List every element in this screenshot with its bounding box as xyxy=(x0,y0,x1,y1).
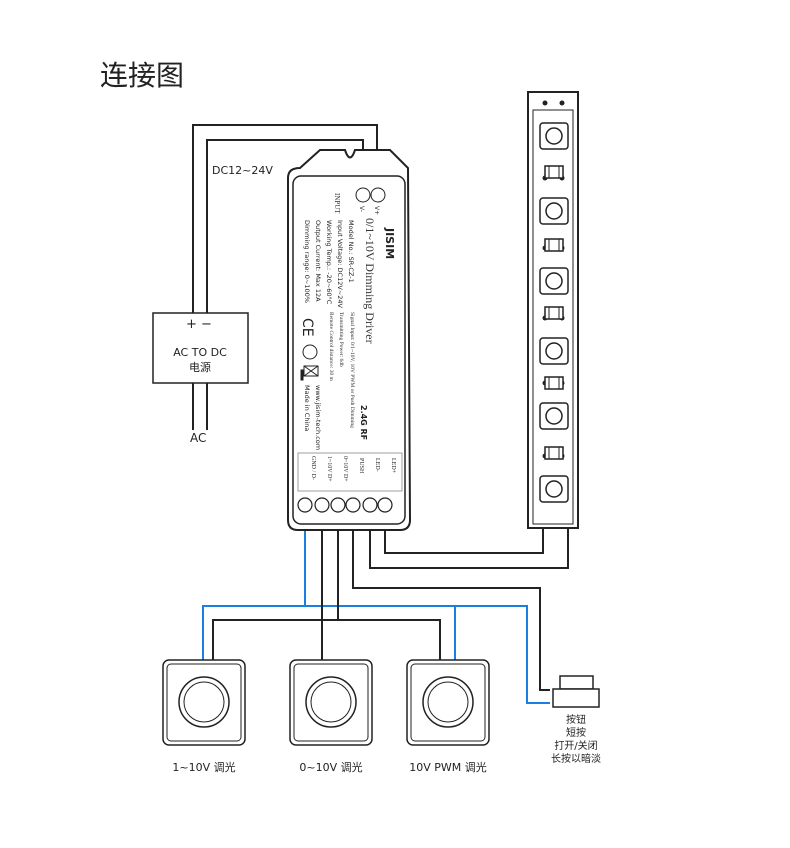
terminal-labels: LED+ LED- PUSH 0~10V D+ 1~10V D+ GND / D… xyxy=(310,456,396,482)
led-chip xyxy=(539,453,569,503)
led-chip xyxy=(539,100,569,150)
terminal-led-minus: LED- xyxy=(374,458,380,472)
rohs-icon xyxy=(302,344,318,360)
weee-bin-icon xyxy=(300,365,319,381)
vplus-label: V+ xyxy=(373,206,380,215)
driver-title: 0/1~10V Dimming Driver xyxy=(363,218,377,344)
spec-current: Output Current: Max 12A xyxy=(314,220,322,302)
terminal-gnd: GND / D- xyxy=(310,456,316,480)
resistor xyxy=(544,306,564,320)
led-chip xyxy=(539,175,569,225)
terminal-push: PUSH xyxy=(358,458,364,474)
dimmer-label-1: 1~10V 调光 xyxy=(172,760,235,774)
ac-label: AC xyxy=(190,431,206,445)
spec-temp: Working Temp.: -20~60°C xyxy=(325,220,333,305)
psu-line1: AC TO DC xyxy=(173,346,227,359)
button-label-4: 长按以暗淡 xyxy=(551,752,601,765)
button-label-2: 短按 xyxy=(566,726,586,739)
terminal-0-10v: 0~10V D+ xyxy=(342,456,348,482)
resistor xyxy=(544,238,564,252)
spec-range: Dimming range: 0~100% xyxy=(303,220,311,303)
dimming-driver: V- V+ INPUT JISIM 0/1~10V Dimming Driver… xyxy=(287,149,412,531)
dimmer-knob-2 xyxy=(289,659,373,746)
brand-logo: JISIM xyxy=(383,227,396,259)
polarity-label: + − xyxy=(186,317,212,332)
psu-line2: 电源 xyxy=(189,360,211,374)
website: www.jisim-tech.com xyxy=(314,385,322,450)
button-label-3: 打开/关闭 xyxy=(554,739,597,752)
terminal-label-box xyxy=(297,452,403,492)
led-chip xyxy=(539,315,569,365)
led-wires xyxy=(352,528,569,691)
dimmer-knob-3 xyxy=(406,659,490,746)
vminus-label: V- xyxy=(358,206,365,212)
power-supply: + − AC TO DC 电源 xyxy=(152,312,249,384)
input-label: INPUT xyxy=(333,193,341,214)
spec-signal: Signal Input: 0/1~10V, 10V PWM or Push D… xyxy=(349,312,355,428)
blue-wires xyxy=(202,528,550,704)
button-label-1: 按钮 xyxy=(566,713,586,726)
rf-badge: 2.4G RF xyxy=(359,405,368,440)
led-strip xyxy=(527,91,579,529)
spec-distance: Remote Control distance: 30 m xyxy=(328,312,334,381)
black-wires xyxy=(212,528,441,660)
push-button xyxy=(552,675,600,708)
resistor xyxy=(544,376,564,390)
dc-label: DC12~24V xyxy=(212,164,273,177)
spec-power: Transmitting Power: 6db xyxy=(338,312,344,367)
spec-voltage: Input Voltage: DC12V~24V xyxy=(336,220,344,309)
spec-model: Model No.: SR-CZ-1 xyxy=(347,220,355,283)
dimmer-label-2: 0~10V 调光 xyxy=(299,760,362,774)
terminal-screws xyxy=(297,497,393,513)
dimmer-label-3: 10V PWM 调光 xyxy=(409,760,487,774)
terminal-1-10v: 1~10V D+ xyxy=(326,456,332,482)
resistor xyxy=(544,165,564,179)
dimmer-knob-1 xyxy=(162,659,246,746)
terminal-led-plus: LED+ xyxy=(390,458,396,474)
svg-text:CE: CE xyxy=(299,318,315,337)
page-title: 连接图 xyxy=(100,59,184,92)
made-in: Made in China xyxy=(303,385,311,431)
ce-mark-icon: CE xyxy=(299,318,315,337)
resistor xyxy=(544,446,564,460)
led-chip xyxy=(539,245,569,295)
